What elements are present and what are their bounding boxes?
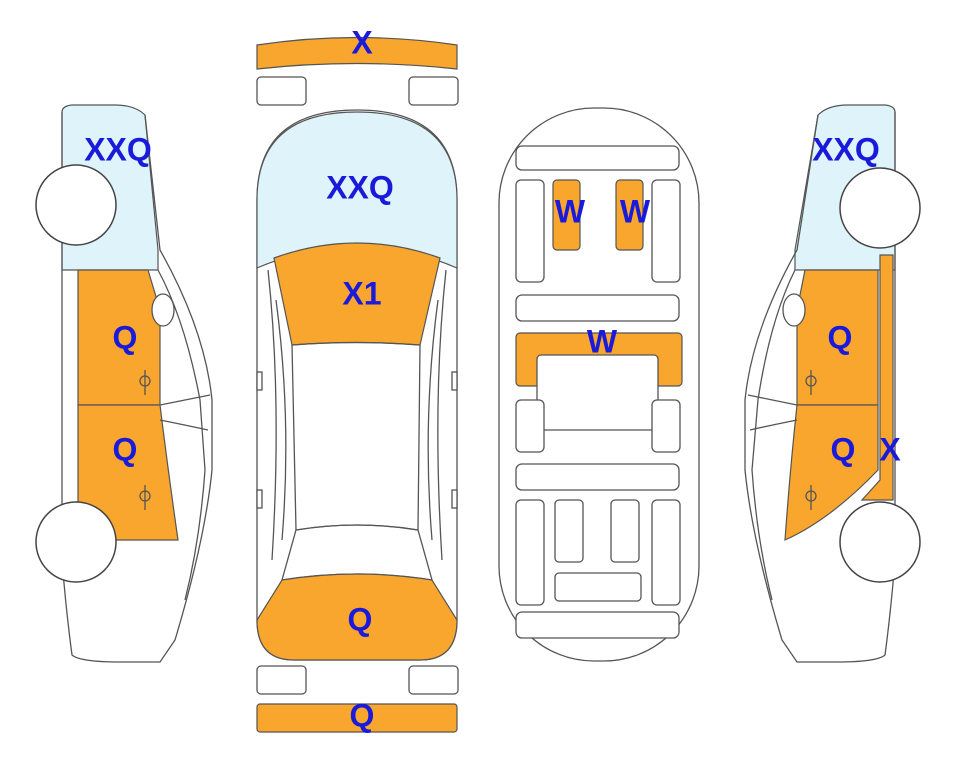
top-view: X XXQ X1 Q Q bbox=[256, 24, 459, 733]
right-pillar[interactable] bbox=[860, 254, 894, 501]
console-screen[interactable] bbox=[536, 354, 659, 431]
right-side-window-line-2 bbox=[749, 419, 798, 431]
right-rear-door[interactable] bbox=[784, 404, 879, 541]
rear-bumper[interactable] bbox=[256, 703, 458, 733]
right-front-door-label: Q bbox=[828, 319, 853, 355]
left-rear-door[interactable] bbox=[77, 404, 179, 541]
top-right-side-line bbox=[437, 269, 447, 561]
windshield-label: XXQ bbox=[326, 169, 394, 205]
top-right-handle-front bbox=[451, 371, 458, 391]
seat-front-left-label: W bbox=[555, 193, 586, 229]
right-side-body-outline bbox=[744, 112, 896, 663]
hood-label: X1 bbox=[342, 275, 381, 311]
rear-left-seat-side[interactable] bbox=[515, 499, 545, 606]
interior-view: W W W bbox=[498, 107, 700, 662]
front-left-light[interactable] bbox=[256, 76, 307, 106]
rear-right-seat-side[interactable] bbox=[651, 499, 681, 606]
rear-left-door-panel[interactable] bbox=[515, 399, 545, 453]
top-left-handle-rear bbox=[256, 489, 263, 509]
interior-outline bbox=[498, 107, 700, 662]
left-glass-label: XXQ bbox=[84, 131, 152, 167]
rear-seat-right[interactable] bbox=[610, 499, 640, 563]
left-rear-door-label: Q bbox=[113, 431, 138, 467]
dashboard[interactable] bbox=[515, 145, 680, 171]
left-front-handle-knob bbox=[139, 375, 151, 387]
mid-panel[interactable] bbox=[515, 294, 680, 322]
right-side-window-line bbox=[747, 394, 798, 406]
left-mirror[interactable] bbox=[151, 293, 175, 327]
front-left-door-panel[interactable] bbox=[515, 179, 545, 283]
rear-panel[interactable] bbox=[515, 463, 680, 491]
trunk[interactable] bbox=[256, 573, 458, 661]
right-rear-handle-knob bbox=[805, 490, 817, 502]
rear-right-door-panel[interactable] bbox=[651, 399, 681, 453]
right-rear-wheel[interactable] bbox=[839, 501, 921, 583]
left-side-body-outline bbox=[61, 112, 213, 663]
front-bumper[interactable] bbox=[256, 36, 458, 70]
rear-left-light[interactable] bbox=[256, 665, 307, 695]
rear-window bbox=[281, 524, 433, 581]
rear-bumper-label: Q bbox=[350, 697, 375, 733]
right-pillar-label: X bbox=[879, 431, 901, 467]
right-front-handle-knob bbox=[805, 375, 817, 387]
rear-right-light[interactable] bbox=[408, 665, 459, 695]
right-side-view: XXQ Q Q X bbox=[744, 104, 921, 663]
front-right-light[interactable] bbox=[408, 76, 459, 106]
left-side-view: XXQ Q Q bbox=[35, 104, 213, 663]
right-front-wheel[interactable] bbox=[839, 167, 921, 249]
left-rear-wheel[interactable] bbox=[35, 501, 117, 583]
right-rear-door-label: Q bbox=[831, 431, 856, 467]
rear-seat-bench[interactable] bbox=[554, 572, 642, 602]
left-rear-handle-knob bbox=[139, 490, 151, 502]
rear-seat-left[interactable] bbox=[554, 499, 584, 563]
roof bbox=[291, 341, 421, 531]
top-left-handle-front bbox=[256, 371, 263, 391]
seat-front-left[interactable] bbox=[552, 179, 581, 251]
front-right-door-panel[interactable] bbox=[651, 179, 681, 283]
left-side-window-line-2 bbox=[159, 419, 209, 431]
cargo-panel[interactable] bbox=[515, 611, 680, 639]
right-glass-label: XXQ bbox=[812, 131, 880, 167]
seat-front-right[interactable] bbox=[615, 179, 644, 251]
top-right-side-line-2 bbox=[427, 299, 439, 541]
top-left-side-line bbox=[267, 269, 277, 561]
right-side-inner-line bbox=[751, 269, 796, 601]
top-left-side-line-2 bbox=[275, 299, 287, 541]
left-front-door[interactable] bbox=[77, 269, 161, 406]
right-mirror[interactable] bbox=[782, 293, 806, 327]
left-front-wheel[interactable] bbox=[35, 164, 117, 246]
left-front-door-label: Q bbox=[113, 319, 138, 355]
top-right-handle-rear bbox=[451, 489, 458, 509]
console-label: W bbox=[587, 323, 618, 359]
trunk-label: Q bbox=[348, 601, 373, 637]
seat-front-right-label: W bbox=[620, 193, 651, 229]
front-bumper-label: X bbox=[351, 24, 373, 60]
left-side-window-line bbox=[159, 394, 211, 406]
